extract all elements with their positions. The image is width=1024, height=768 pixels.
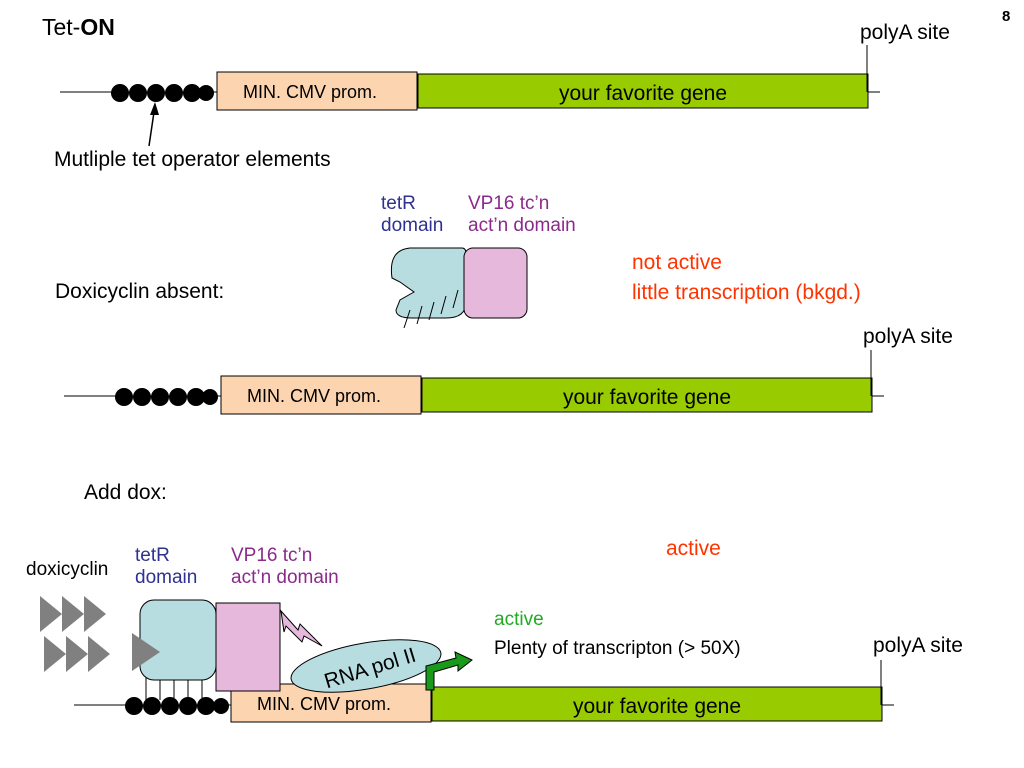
operator-dot [129, 84, 147, 102]
dox-triangle [66, 636, 88, 672]
operator-dot [133, 388, 151, 406]
rna-pol-ellipse [290, 639, 442, 693]
operator-dots [125, 697, 229, 715]
title-bold: ON [80, 14, 115, 40]
slide-number: 8 [1002, 8, 1011, 25]
operator-dots [115, 388, 218, 406]
construct-1: MIN. CMV prom. your favorite gene [60, 45, 880, 147]
doxicyclin-triangles [40, 596, 110, 672]
tetr-dox-line-1: tetR [135, 545, 170, 566]
page-title: Tet-ON [42, 14, 115, 40]
operator-dot [183, 84, 201, 102]
add-dox-heading: Add dox: [84, 481, 167, 504]
operator-pointer-arrowhead [150, 102, 159, 115]
promoter-label: MIN. CMV prom. [243, 82, 377, 102]
dox-absent-heading: Doxicyclin absent: [55, 280, 225, 303]
gene-box [417, 73, 869, 109]
construct-3: MIN. CMV prom. your favorite gene [74, 660, 894, 723]
transcription-arrow [425, 651, 473, 691]
operator-dot [147, 84, 165, 102]
transcription-arrow-shape [425, 651, 473, 691]
operator-dot [198, 85, 214, 101]
gene-box [421, 377, 873, 413]
polya-label-1: polyA site [860, 21, 950, 44]
rna-pol-label: RNA pol II [322, 644, 419, 694]
promoter-label: MIN. CMV prom. [247, 386, 381, 406]
dox-in-tetr-icon [132, 633, 160, 671]
operator-dot [115, 388, 133, 406]
polya-label-3: polyA site [873, 634, 963, 657]
operator-label: Mutliple tet operator elements [54, 148, 331, 171]
plenty-transcription-label: Plenty of transcripton (> 50X) [494, 638, 741, 659]
activation-lightning-icon [280, 609, 323, 647]
dox-triangle [62, 596, 84, 632]
operator-dot [151, 388, 169, 406]
promoter-box [216, 71, 418, 111]
operator-dot [187, 388, 205, 406]
vp16-domain-shape [463, 247, 528, 319]
vp16-dox-line-1: VP16 tc’n [231, 545, 313, 566]
dox-triangle [84, 596, 106, 632]
tetr-label-line-1: tetR [381, 193, 416, 214]
operator-dots [111, 84, 214, 102]
operator-pointer-arrow [148, 111, 155, 147]
gene-label: your favorite gene [573, 695, 741, 718]
construct-2: MIN. CMV prom. your favorite gene [64, 350, 884, 415]
tetr-domain-shape [390, 247, 467, 319]
tetr-label-line-2: domain [381, 214, 444, 236]
vp16-label-line-2: act’n domain [468, 214, 576, 236]
status-not-active: not active little transcription (bkgd.) [632, 248, 861, 308]
promoter-box [220, 375, 422, 415]
gene-label: your favorite gene [559, 82, 727, 105]
tetr-domain-bound [139, 599, 217, 681]
gene-box [431, 686, 883, 722]
operator-dot [165, 84, 183, 102]
vp16-label-absent: VP16 tc’n act’n domain [468, 193, 576, 237]
tetr-binding-legs [145, 674, 203, 700]
promoter-label: MIN. CMV prom. [257, 694, 391, 714]
dox-triangle [44, 636, 66, 672]
operator-dot [143, 697, 161, 715]
vp16-label-dox: VP16 tc’n act’n domain [231, 545, 339, 589]
vp16-dox-line-2: act’n domain [231, 566, 339, 588]
tetr-label-absent: tetR domain [381, 193, 443, 237]
transactivator-bound [132, 599, 323, 692]
operator-dot [197, 697, 215, 715]
operator-dot [111, 84, 129, 102]
dox-triangle [40, 596, 62, 632]
tetr-dox-line-2: domain [135, 566, 198, 588]
tetr-label-dox: tetR domain [135, 545, 197, 589]
operator-dot [161, 697, 179, 715]
dox-triangle [88, 636, 110, 672]
doxicyclin-label: doxicyclin [26, 559, 109, 580]
status-line-2: little transcription (bkgd.) [632, 281, 861, 304]
title-prefix: Tet- [42, 14, 81, 40]
promoter-box [230, 683, 432, 723]
status-active-top: active [666, 537, 721, 560]
vp16-domain-bound [215, 602, 281, 692]
rna-pol-ii: RNA pol II [290, 639, 442, 694]
operator-dot [169, 388, 187, 406]
operator-dot [202, 389, 218, 405]
tetr-domain-hatches [403, 289, 459, 329]
gene-label: your favorite gene [563, 386, 731, 409]
transactivator-free [390, 247, 528, 329]
status-active-green: active [494, 609, 544, 630]
status-line-1: not active [632, 251, 722, 274]
polya-label-2: polyA site [863, 325, 953, 348]
operator-dot [213, 698, 229, 714]
operator-dot [125, 697, 143, 715]
vp16-label-line-1: VP16 tc’n [468, 193, 550, 214]
operator-dot [179, 697, 197, 715]
